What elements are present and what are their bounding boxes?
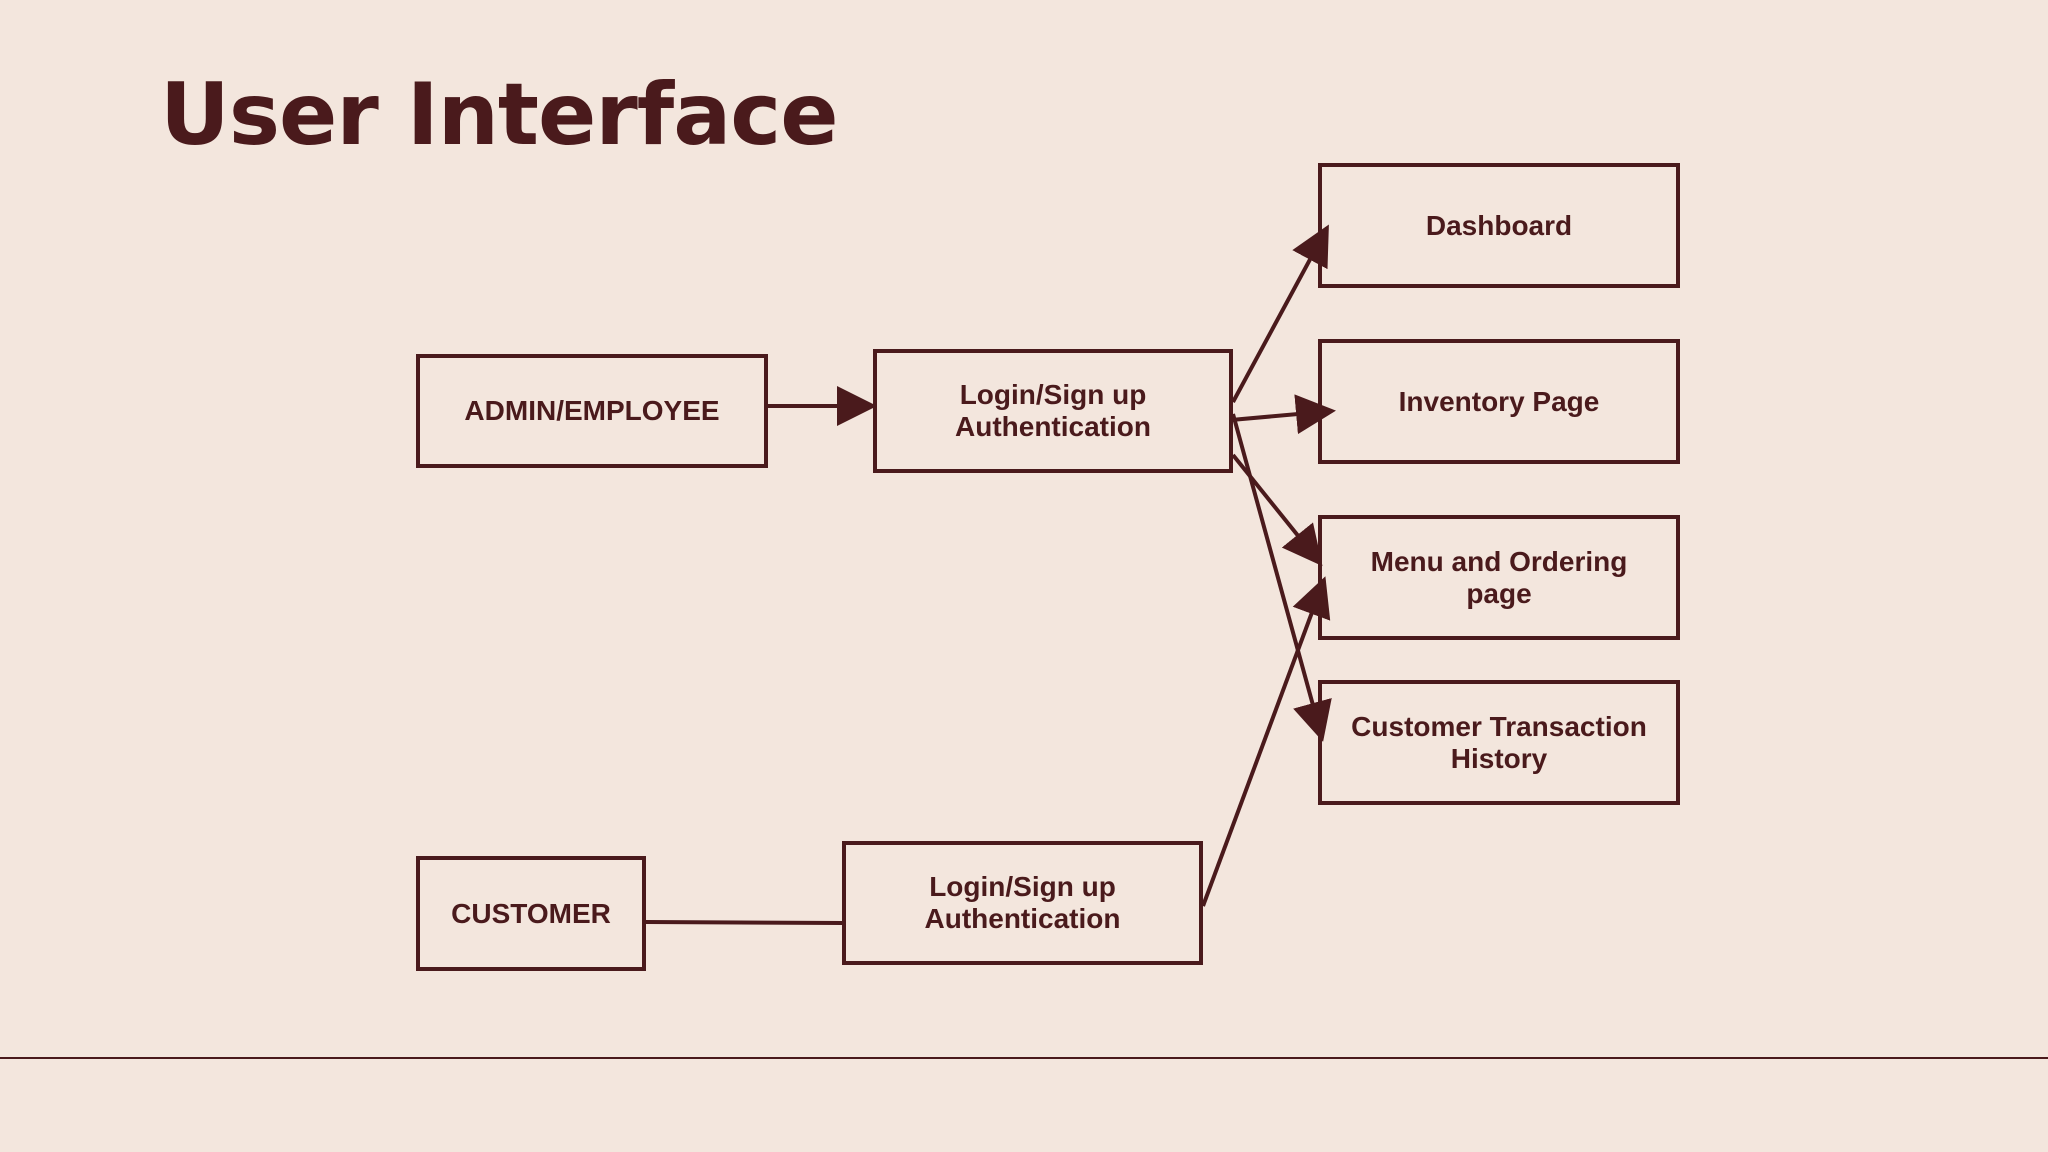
slide-title: User Interface: [160, 65, 839, 165]
edge-customer-to-login: [645, 920, 843, 925]
inventory-page-box: Inventory Page: [1318, 339, 1680, 464]
dashboard-box: Dashboard: [1318, 163, 1680, 288]
admin-employee-box: ADMIN/EMPLOYEE: [416, 354, 768, 468]
admin-login-box: Login/Sign up Authentication: [873, 349, 1233, 473]
menu-ordering-box: Menu and Ordering page: [1318, 515, 1680, 640]
admin-employee-label: ADMIN/EMPLOYEE: [464, 395, 720, 426]
menu-ordering-label: Menu and Ordering page: [1370, 545, 1628, 609]
customer-box: CUSTOMER: [416, 856, 646, 971]
edge-login-to-menu: [1231, 453, 1323, 567]
footer-divider: [0, 1057, 2048, 1059]
edge-login-to-inventory: [1230, 394, 1336, 435]
customer-label: CUSTOMER: [451, 897, 611, 929]
edge-login-to-dashboard: [1231, 224, 1329, 403]
transaction-history-label: Customer Transaction History: [1351, 710, 1647, 774]
inventory-page-label: Inventory Page: [1398, 385, 1600, 417]
dashboard-label: Dashboard: [1425, 209, 1573, 241]
admin-login-label: Login/Sign up Authentication: [955, 379, 1151, 442]
edge-login-to-history: [1231, 413, 1332, 742]
customer-login-label: Login/Sign up Authentication: [924, 871, 1121, 934]
customer-login-box: Login/Sign up Authentication: [842, 841, 1203, 965]
edge-customer-login-to-menu: [1201, 576, 1331, 907]
transaction-history-box: Customer Transaction History: [1318, 680, 1680, 805]
